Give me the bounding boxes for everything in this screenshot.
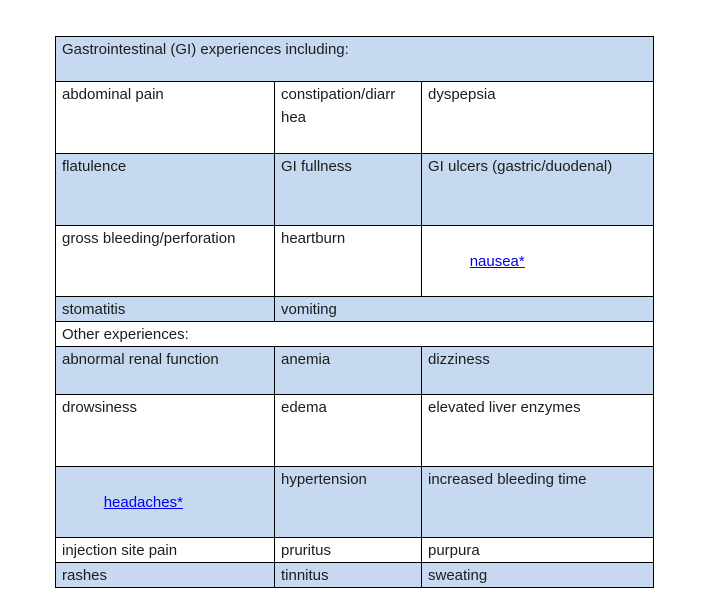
table-row: stomatitis vomiting <box>55 296 654 322</box>
table-cell: heartburn <box>274 225 422 297</box>
table-row: gross bleeding/perforation heartburn nau… <box>55 225 654 297</box>
table-cell: rashes <box>55 562 275 588</box>
table-cell: drowsiness <box>55 394 275 467</box>
table-row: flatulence GI fullness GI ulcers (gastri… <box>55 153 654 226</box>
nausea-link[interactable]: nausea* <box>469 253 525 270</box>
table-row: headaches* hypertension increased bleedi… <box>55 466 654 538</box>
table-cell: GI fullness <box>274 153 422 226</box>
table-cell: flatulence <box>55 153 275 226</box>
table-cell: GI ulcers (gastric/duodenal) <box>421 153 654 226</box>
table-row-gi-header: Gastrointestinal (GI) experiences includ… <box>55 36 654 82</box>
table-cell: sweating <box>421 562 654 588</box>
table-cell: abdominal pain <box>55 81 275 154</box>
table-cell: dizziness <box>421 346 654 395</box>
section-header-cell: Gastrointestinal (GI) experiences includ… <box>55 36 654 82</box>
table-cell: hypertension <box>274 466 422 538</box>
table-cell: constipation/diarr hea <box>274 81 422 154</box>
adverse-experiences-table: Gastrointestinal (GI) experiences includ… <box>55 36 654 588</box>
table-row: drowsiness edema elevated liver enzymes <box>55 394 654 467</box>
table-cell: vomiting <box>274 296 654 322</box>
table-row: injection site pain pruritus purpura <box>55 537 654 563</box>
table-row: rashes tinnitus sweating <box>55 562 654 588</box>
table-cell: edema <box>274 394 422 467</box>
table-cell: elevated liver enzymes <box>421 394 654 467</box>
table-cell: pruritus <box>274 537 422 563</box>
table-cell: abnormal renal function <box>55 346 275 395</box>
table-cell: gross bleeding/perforation <box>55 225 275 297</box>
table-row: abdominal pain constipation/diarr hea dy… <box>55 81 654 154</box>
table-row-other-header: Other experiences: <box>55 321 654 347</box>
headaches-link[interactable]: headaches* <box>103 494 183 511</box>
table-row: abnormal renal function anemia dizziness <box>55 346 654 395</box>
table-cell: nausea* <box>421 225 654 297</box>
table-cell: dyspepsia <box>421 81 654 154</box>
table-cell: purpura <box>421 537 654 563</box>
table-cell: tinnitus <box>274 562 422 588</box>
table-cell: headaches* <box>55 466 275 538</box>
table-cell: injection site pain <box>55 537 275 563</box>
table-cell: anemia <box>274 346 422 395</box>
table-cell: increased bleeding time <box>421 466 654 538</box>
section-header-cell: Other experiences: <box>55 321 654 347</box>
table-cell: stomatitis <box>55 296 275 322</box>
